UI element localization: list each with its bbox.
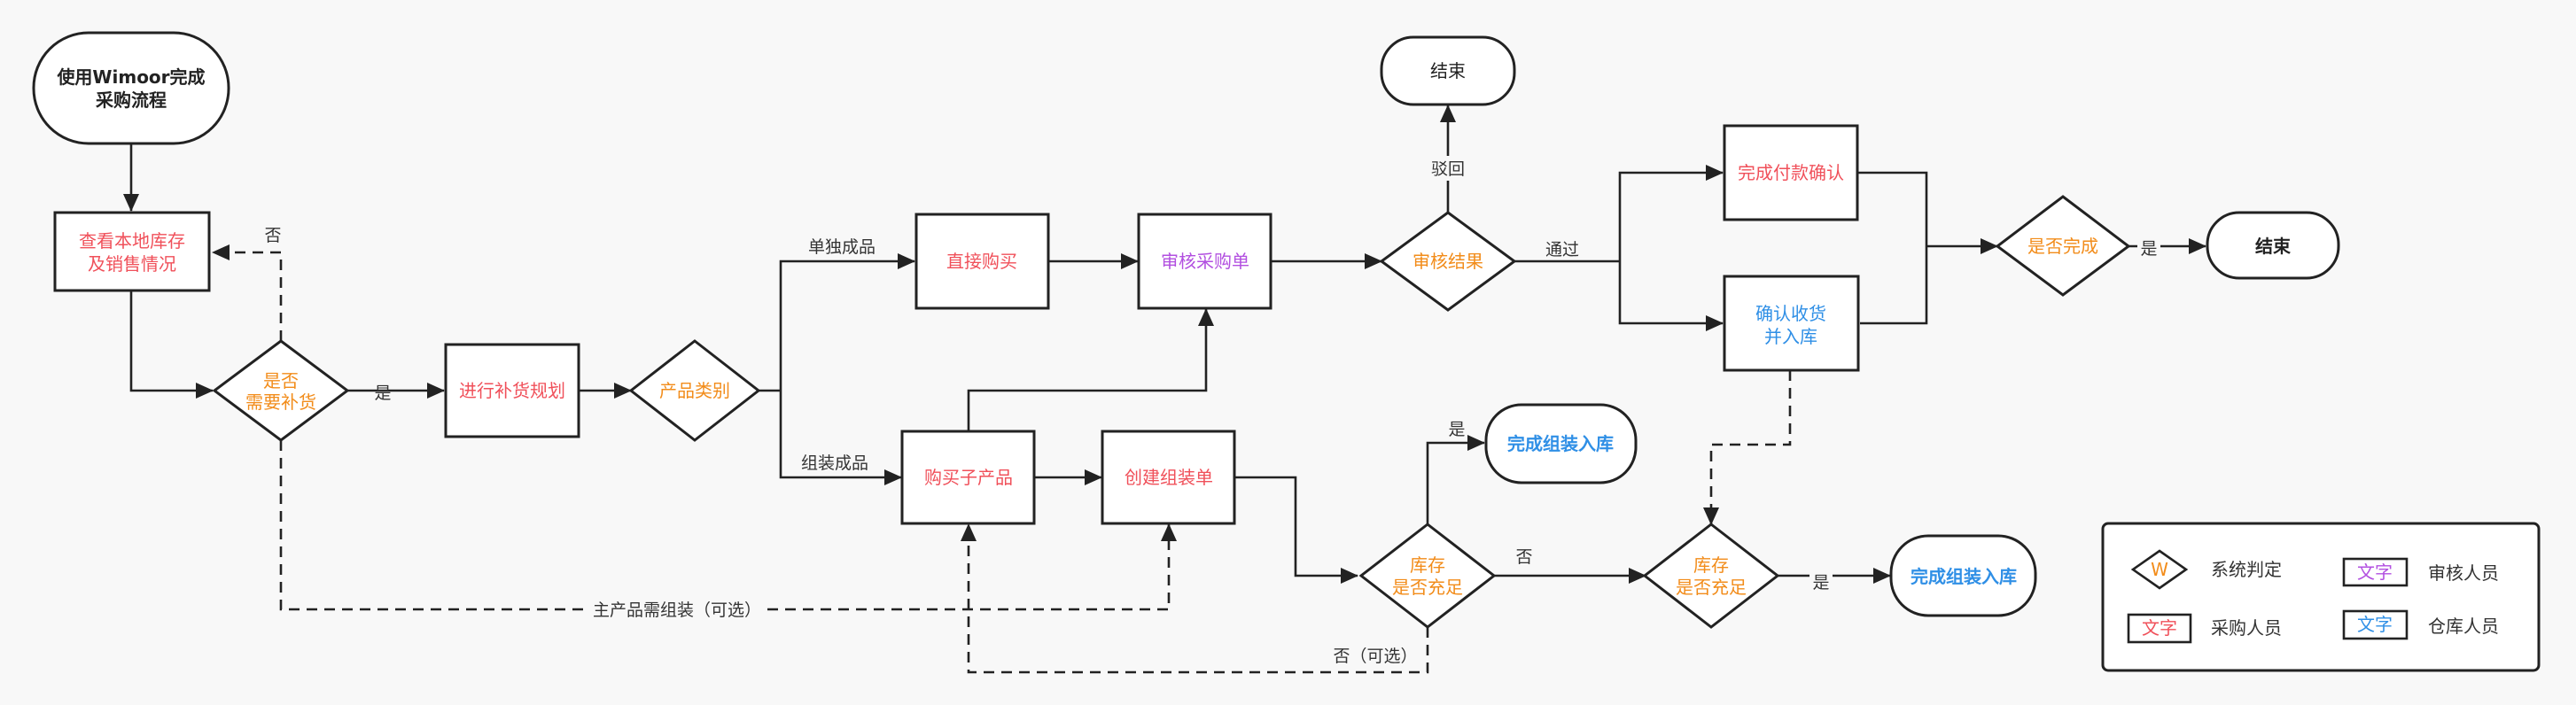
assembly-done-1-text: 完成组装入库 bbox=[1507, 433, 1614, 454]
receive-confirm-line1: 确认收货 bbox=[1755, 303, 1826, 324]
legend-purchaser-label: 采购人员 bbox=[2211, 617, 2282, 639]
edge-labels: 否 是 单独成品 组装成品 驳回 通过 是 是 否 是 主产品需组装（可选） 否… bbox=[264, 156, 2160, 666]
review-result-diamond bbox=[1379, 211, 1517, 312]
check-stock-line1: 查看本地库存 bbox=[79, 230, 185, 252]
assembly-done-1-terminal bbox=[1484, 403, 1638, 484]
legend-box bbox=[2101, 522, 2541, 672]
edge-stock1-yes bbox=[1426, 435, 1485, 524]
product-type-text: 产品类别 bbox=[659, 380, 730, 401]
direct-buy-box bbox=[914, 213, 1050, 310]
label-no-optional: 否（可选） bbox=[1333, 647, 1417, 666]
assembly-done-2-terminal bbox=[1889, 534, 2037, 617]
receive-confirm-line2: 并入库 bbox=[1764, 326, 1817, 347]
label-yes-stock-1: 是 bbox=[1448, 420, 1465, 439]
payment-confirm-text: 完成付款确认 bbox=[1738, 162, 1844, 183]
legend-system-label: 系统判定 bbox=[2211, 559, 2282, 580]
stock-check-2-line1: 库存 bbox=[1693, 554, 1729, 576]
edge-check-to-need bbox=[129, 291, 214, 399]
edge-stock1-to-buysub-optional bbox=[961, 523, 1429, 674]
legend-purchaser-swatch bbox=[2127, 613, 2192, 644]
legend-warehouse-label: 仓库人员 bbox=[2428, 616, 2499, 637]
start-text-line1: 使用Wimoor完成 bbox=[56, 66, 205, 88]
direct-buy-text: 直接购买 bbox=[946, 251, 1017, 272]
start-terminal bbox=[32, 31, 230, 145]
end-top-text: 结束 bbox=[1430, 60, 1466, 81]
legend-diamond-mark: W bbox=[2151, 559, 2168, 580]
label-rejected-bg bbox=[1425, 156, 1471, 181]
receive-confirm-box bbox=[1723, 275, 1860, 372]
label-main-assembly: 主产品需组装（可选） bbox=[593, 600, 761, 620]
review-result-text: 审核结果 bbox=[1413, 251, 1483, 272]
stock-check-1-diamond bbox=[1358, 523, 1497, 629]
payment-confirm-box bbox=[1723, 124, 1859, 221]
stock-check-2-diamond bbox=[1642, 523, 1780, 629]
need-restock-line2: 需要补货 bbox=[245, 391, 316, 413]
stock-check-1-line1: 库存 bbox=[1410, 554, 1445, 576]
start-text-line2: 采购流程 bbox=[96, 89, 167, 111]
edge-need-back-to-check bbox=[212, 244, 283, 341]
stock-check-1-line2: 是否充足 bbox=[1392, 577, 1463, 598]
edge-buysub-to-review bbox=[967, 308, 1214, 430]
legend-diamond-icon bbox=[2130, 549, 2189, 590]
edge-type-to-buysub bbox=[779, 391, 902, 485]
create-assembly-box bbox=[1101, 430, 1236, 525]
edge-create-to-stock1 bbox=[1235, 476, 1358, 584]
buy-sub-box bbox=[900, 430, 1036, 525]
label-yes-done: 是 bbox=[2140, 239, 2157, 259]
label-passed: 通过 bbox=[1545, 240, 1579, 260]
nodes: 使用Wimoor完成 采购流程 查看本地库存 及销售情况 是否 需要补货 进行补… bbox=[32, 31, 2340, 629]
legend-reviewer-sample: 文字 bbox=[2357, 562, 2393, 583]
restock-plan-text: 进行补货规划 bbox=[459, 380, 565, 401]
edge-receive-to-stock2 bbox=[1703, 370, 1792, 525]
legend-reviewer-swatch bbox=[2342, 557, 2409, 587]
review-po-box bbox=[1137, 213, 1272, 310]
legend-reviewer-label: 审核人员 bbox=[2428, 562, 2499, 584]
is-done-text: 是否完成 bbox=[2027, 236, 2098, 257]
label-yes-stock-2-bg bbox=[1809, 569, 1833, 594]
edge-merge-right bbox=[1857, 171, 1928, 325]
legend-warehouse-swatch bbox=[2342, 609, 2409, 640]
edge-pass-to-payment bbox=[1618, 165, 1724, 261]
product-type-diamond bbox=[628, 339, 761, 442]
edge-pass-to-receive bbox=[1618, 261, 1724, 331]
label-no-stock-1: 否 bbox=[1515, 547, 1532, 567]
create-assembly-text: 创建组装单 bbox=[1125, 467, 1213, 488]
label-yes-restock: 是 bbox=[374, 383, 391, 403]
need-restock-diamond bbox=[212, 339, 350, 442]
edge-need-to-create-optional bbox=[279, 440, 1177, 611]
check-stock-line2: 及销售情况 bbox=[88, 253, 176, 275]
label-main-assembly-bg bbox=[588, 597, 766, 622]
label-single-product: 单独成品 bbox=[808, 237, 876, 257]
check-stock-box bbox=[53, 211, 211, 292]
label-rejected: 驳回 bbox=[1431, 159, 1465, 179]
legend-warehouse-sample: 文字 bbox=[2357, 614, 2393, 635]
legend: W 系统判定 文字 审核人员 文字 采购人员 文字 仓库人员 bbox=[2101, 522, 2541, 672]
end-right-terminal bbox=[2206, 211, 2340, 280]
end-top-terminal bbox=[1380, 35, 1516, 106]
label-yes-stock-2: 是 bbox=[1812, 573, 1829, 593]
label-assembled-product: 组装成品 bbox=[801, 453, 868, 473]
legend-purchaser-sample: 文字 bbox=[2142, 617, 2177, 639]
end-right-text: 结束 bbox=[2255, 236, 2292, 257]
restock-plan-box bbox=[444, 343, 580, 438]
label-no-back: 否 bbox=[264, 226, 281, 245]
stock-check-2-line2: 是否充足 bbox=[1676, 577, 1747, 598]
buy-sub-text: 购买子产品 bbox=[924, 467, 1013, 488]
assembly-done-2-text: 完成组装入库 bbox=[1911, 566, 2017, 587]
edge-type-to-direct bbox=[779, 253, 915, 391]
label-yes-done-bg bbox=[2137, 235, 2160, 260]
need-restock-line1: 是否 bbox=[263, 370, 299, 391]
is-done-diamond bbox=[1995, 195, 2131, 297]
review-po-text: 审核采购单 bbox=[1161, 251, 1249, 272]
